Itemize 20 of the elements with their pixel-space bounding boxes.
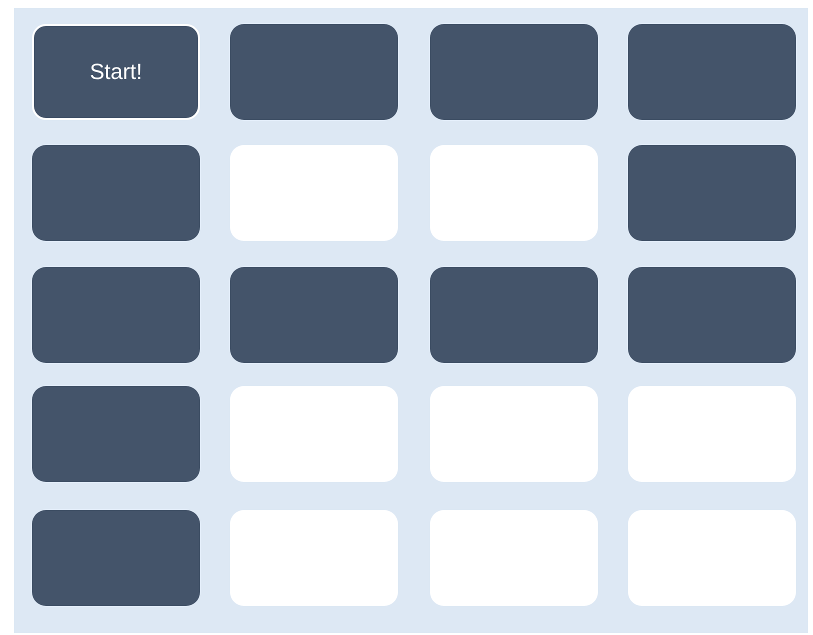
path-tile [430,267,598,363]
path-tile [32,510,200,606]
path-tile [430,24,598,120]
path-tile [628,24,796,120]
empty-tile [430,386,598,482]
path-tile [32,145,200,241]
path-tile [32,267,200,363]
empty-tile [230,510,398,606]
path-tile [32,386,200,482]
empty-tile [230,386,398,482]
path-tile [230,267,398,363]
empty-tile [628,510,796,606]
start-tile: Start! [32,24,200,120]
empty-tile [430,510,598,606]
path-tile [628,267,796,363]
path-tile [230,24,398,120]
empty-tile [230,145,398,241]
empty-tile [430,145,598,241]
empty-tile [628,386,796,482]
path-tile [628,145,796,241]
